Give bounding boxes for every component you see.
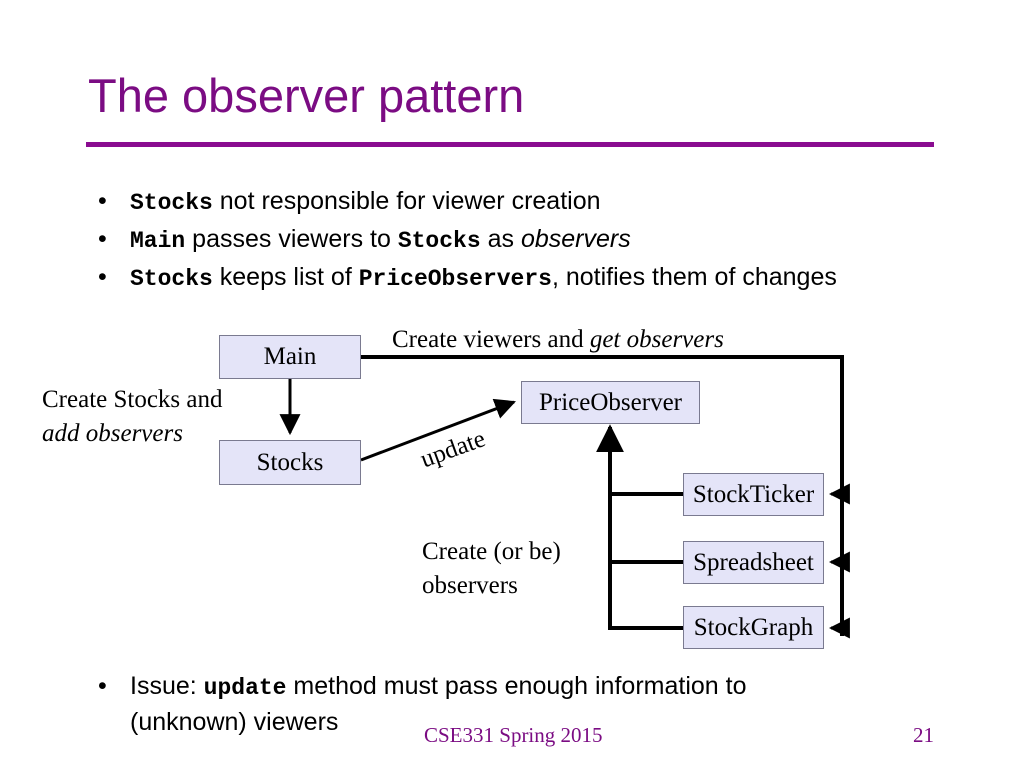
diagram-box-priceobserver[interactable]: PriceObserver (521, 381, 700, 424)
bullets_top-run-normal: passes viewers to (185, 225, 398, 253)
connector-main-to-viewers-trunk (361, 355, 844, 636)
bullets_top-run-code: PriceObservers (358, 266, 552, 292)
bullets_bottom-item-text: (unknown) viewers (130, 704, 338, 740)
title-underline-rule (86, 142, 934, 147)
bullet-marker-icon: • (98, 187, 107, 215)
annotation-create-or-be-observers: Create (or be) observers (422, 535, 612, 603)
annotation-create-stocks: Create Stocks and add observers (42, 383, 257, 451)
diagram-box-stockgraph[interactable]: StockGraph (683, 606, 824, 649)
footer-course-label: CSE331 Spring 2015 (424, 723, 603, 747)
bullets_bottom-item-text: Issue: update method must pass enough in… (130, 668, 746, 706)
bullets_top-item: • Stocks not responsible for viewer creat… (88, 182, 837, 220)
bullets_top-run-normal: keeps list of (212, 263, 359, 291)
connector-stockgraph-to-priceobserver (608, 432, 683, 630)
bullets_top-item-text: Stocks keeps list of PriceObservers, not… (130, 258, 837, 298)
bullet-list-bottom: • Issue: update method must pass enough i… (88, 668, 746, 740)
annotation-create-viewers-roman: Create viewers and (392, 326, 590, 353)
arrow-stocks-to-priceobserver (360, 398, 516, 462)
page-title: The observer pattern (88, 69, 525, 122)
annotation-create-stocks-line1: Create Stocks and (42, 386, 223, 413)
bullet-marker-icon: • (98, 672, 107, 700)
bullets_bottom-run-normal: (unknown) viewers (130, 708, 339, 736)
annotation-create-viewers-italic: get observers (589, 326, 724, 353)
bullets_bottom-run-normal: Issue: (130, 672, 204, 700)
bullets_top-item-text: Stocks not responsible for viewer creati… (130, 182, 601, 222)
bullets_top-item-text: Main passes viewers to Stocks as observe… (130, 220, 631, 260)
bullets_top-run-normal: not responsible for viewer creation (212, 187, 601, 215)
bullets_top-run-italic: observers (520, 225, 631, 253)
diagram-box-spreadsheet[interactable]: Spreadsheet (683, 541, 824, 584)
bullets_top-run-normal: as (480, 225, 521, 253)
bullets_top-item: • Main passes viewers to Stocks as observ… (88, 220, 837, 258)
bullets_top-run-code: Stocks (130, 190, 213, 216)
diagram-box-main[interactable]: Main (219, 335, 361, 379)
bullets_top-run-normal: , notifies them of changes (551, 263, 837, 291)
bullets_top-run-code: Main (130, 228, 186, 254)
bullets_bottom-item: • Issue: update method must pass enough i… (88, 668, 746, 704)
bullet-marker-icon: • (98, 225, 107, 253)
bullets_bottom-run-code: update (203, 675, 287, 701)
annotation-create-or-be-line1: Create (or be) (422, 538, 561, 565)
bullets_top-item: • Stocks keeps list of PriceObservers, no… (88, 258, 837, 296)
bullet-list-top: • Stocks not responsible for viewer creat… (88, 182, 837, 296)
diagram-box-stockticker[interactable]: StockTicker (683, 473, 824, 516)
bullets_top-run-code: Stocks (130, 266, 213, 292)
diagram-box-stocks[interactable]: Stocks (219, 440, 361, 485)
annotation-create-viewers: Create viewers and get observers (392, 326, 724, 354)
bullets_top-run-code: Stocks (397, 228, 481, 254)
bullets_bottom-item: (unknown) viewers (88, 704, 746, 740)
annotation-create-stocks-line2: add observers (42, 420, 183, 447)
bullet-marker-icon: • (98, 263, 107, 291)
footer-page-number: 21 (913, 723, 934, 747)
bullets_bottom-run-normal: method must pass enough information to (286, 672, 747, 700)
annotation-update-label: update (417, 425, 489, 474)
annotation-create-or-be-line2: observers (422, 572, 518, 599)
